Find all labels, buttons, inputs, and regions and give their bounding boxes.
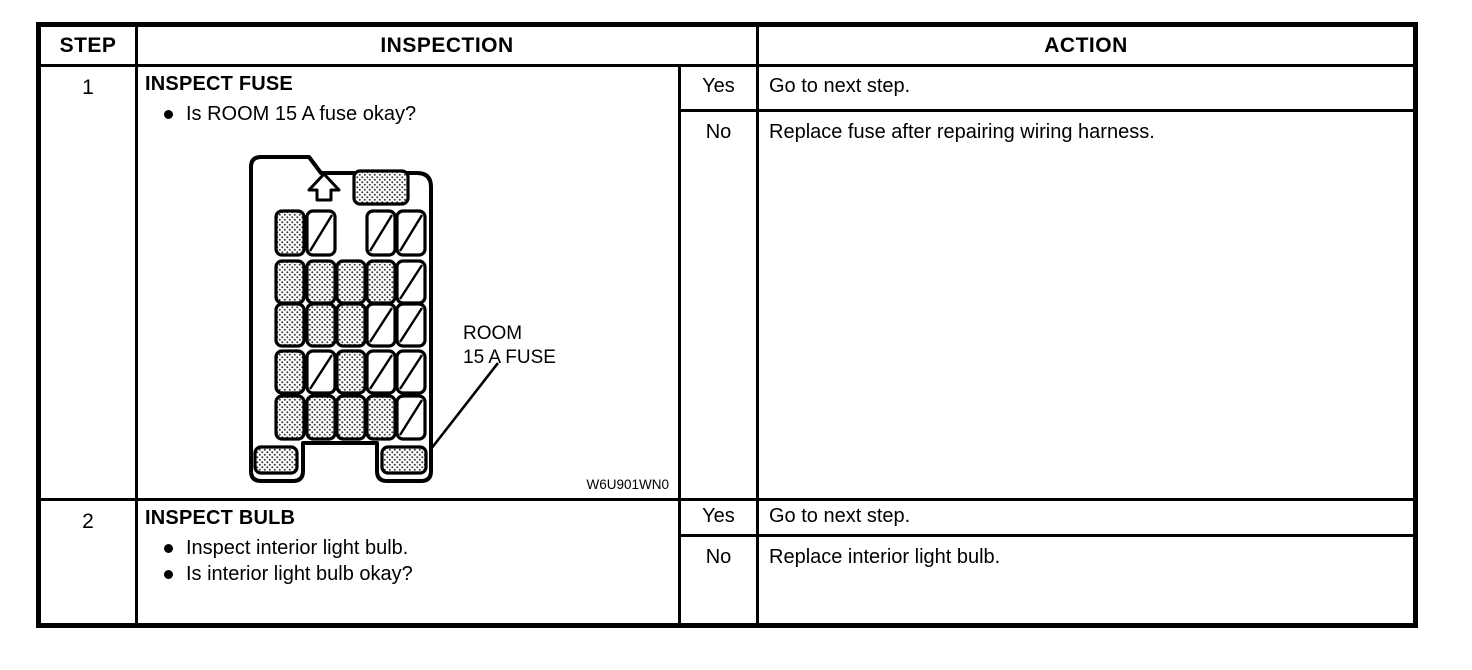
step1-number: 1 (82, 76, 94, 99)
divider-step-inspection (135, 27, 138, 623)
fuse-slot-hatched (365, 259, 397, 305)
empty-slot-diagonal-mark (368, 214, 394, 252)
empty-slot-diagonal-mark (398, 354, 424, 390)
fuse-slot-hatched (274, 209, 306, 257)
fuse-slot-hatched (274, 302, 306, 348)
empty-slot-diagonal-mark (398, 264, 424, 300)
room-fuse-label-line2: 15 A FUSE (463, 347, 556, 368)
fuse-slot-hatched (274, 259, 306, 305)
step2-yes-cell: Yes (702, 504, 735, 527)
empty-slot-diagonal-mark (368, 307, 394, 343)
step1-inspection-cell: INSPECT FUSE Is ROOM 15 A fuse okay? (145, 71, 675, 127)
room-fuse-leader-line (429, 362, 500, 450)
step2-number: 2 (82, 510, 94, 533)
fuse-slot-hatched (335, 394, 367, 441)
fuse-slot-hatched (335, 259, 367, 305)
header-action: ACTION (1044, 33, 1128, 57)
fuse-box-outline (249, 155, 433, 483)
header-bottom-border (41, 64, 1413, 67)
fuse-slot-hatched (274, 394, 306, 441)
divider-yesno-column (678, 64, 681, 624)
troubleshooting-table: STEP INSPECTION ACTION 1 INSPECT FUSE Is… (36, 22, 1418, 628)
up-arrow-icon (307, 172, 341, 202)
header-step: STEP (59, 33, 117, 57)
yes-no-divider-step2 (678, 534, 1413, 537)
step1-no-action: Replace fuse after repairing wiring harn… (769, 121, 1155, 143)
yes-no-divider-step1 (678, 109, 1413, 112)
bullet-icon (164, 109, 173, 119)
figure-code: W6U901WN0 (586, 477, 669, 492)
empty-slot-diagonal-mark (398, 214, 424, 252)
room-fuse-label-line1: ROOM (463, 323, 522, 344)
step2-bullet-2: Is interior light bulb okay? (145, 561, 675, 587)
step2-no-cell: No (705, 546, 732, 568)
step2-bullet-1-text: Inspect interior light bulb. (186, 537, 409, 559)
step1-title: INSPECT FUSE (145, 73, 293, 95)
row-divider-step1-step2 (41, 498, 1413, 501)
step2-bullet-1: Inspect interior light bulb. (145, 535, 675, 561)
step2-yes-action: Go to next step. (769, 504, 911, 527)
empty-slot-diagonal-mark (308, 214, 334, 252)
empty-slot-diagonal-mark (368, 354, 394, 390)
fuse-slot-hatched (365, 394, 397, 441)
step1-bullet-1: Is ROOM 15 A fuse okay? (145, 101, 675, 127)
step1-yes-cell: Yes (702, 75, 735, 97)
header-inspection: INSPECTION (380, 33, 514, 57)
fuse-box-diagram: ROOM 15 A FUSE W6U901WN0 (249, 155, 669, 492)
bullet-icon (164, 569, 173, 579)
empty-slot-diagonal-mark (398, 399, 424, 436)
step2-bullet-2-text: Is interior light bulb okay? (186, 563, 413, 585)
fuse-slot-hatched (305, 394, 337, 441)
fuse-slot-hatched (253, 445, 299, 475)
fuse-slot-hatched (335, 349, 367, 395)
divider-inspection-action (756, 27, 759, 623)
step1-no-cell: No (705, 121, 732, 143)
fuse-slot-hatched (305, 302, 337, 348)
fuse-slot-hatched (335, 302, 367, 348)
step2-inspection-cell: INSPECT BULB Inspect interior light bulb… (145, 505, 675, 587)
empty-slot-diagonal-mark (398, 307, 424, 343)
step2-no-action: Replace interior light bulb. (769, 546, 1001, 568)
empty-slot-diagonal-mark (308, 354, 334, 390)
fuse-slot-hatched (305, 259, 337, 305)
fuse-slot-hatched (380, 445, 428, 475)
fuse-slot-hatched (352, 169, 410, 206)
step1-bullet-1-text: Is ROOM 15 A fuse okay? (186, 103, 417, 125)
fuse-slot-group (253, 169, 428, 475)
fuse-slot-hatched (274, 349, 306, 395)
bullet-icon (164, 543, 173, 553)
step2-title: INSPECT BULB (145, 507, 296, 529)
step1-yes-action: Go to next step. (769, 75, 911, 97)
